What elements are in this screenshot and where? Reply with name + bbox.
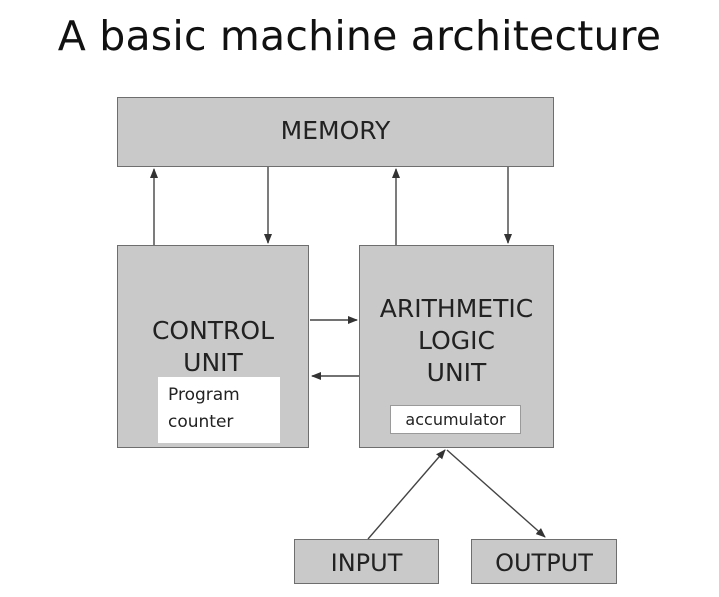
alu-label-line2: LOGIC — [418, 326, 495, 355]
page-title: A basic machine architecture — [57, 12, 662, 60]
output-box: OUTPUT — [471, 539, 617, 584]
control-unit-label-line1: CONTROL — [151, 316, 275, 345]
memory-box: MEMORY — [117, 97, 554, 167]
arrow-accumulator-to-output — [446, 449, 546, 538]
output-label: OUTPUT — [495, 549, 593, 577]
program-counter-label-line2: counter — [168, 412, 234, 432]
accumulator-box: accumulator — [390, 405, 521, 434]
accumulator-label: accumulator — [405, 410, 506, 429]
input-box: INPUT — [294, 539, 439, 584]
arrow-input-to-accumulator — [367, 449, 446, 540]
input-label: INPUT — [330, 549, 403, 577]
alu-label-line1: ARITHMETIC — [379, 294, 534, 323]
memory-label: MEMORY — [280, 116, 391, 145]
alu-label-line3: UNIT — [426, 358, 487, 387]
control-unit-label-line2: UNIT — [183, 348, 243, 377]
program-counter-box: Program counter — [158, 377, 280, 443]
program-counter-label-line1: Program — [168, 385, 240, 405]
